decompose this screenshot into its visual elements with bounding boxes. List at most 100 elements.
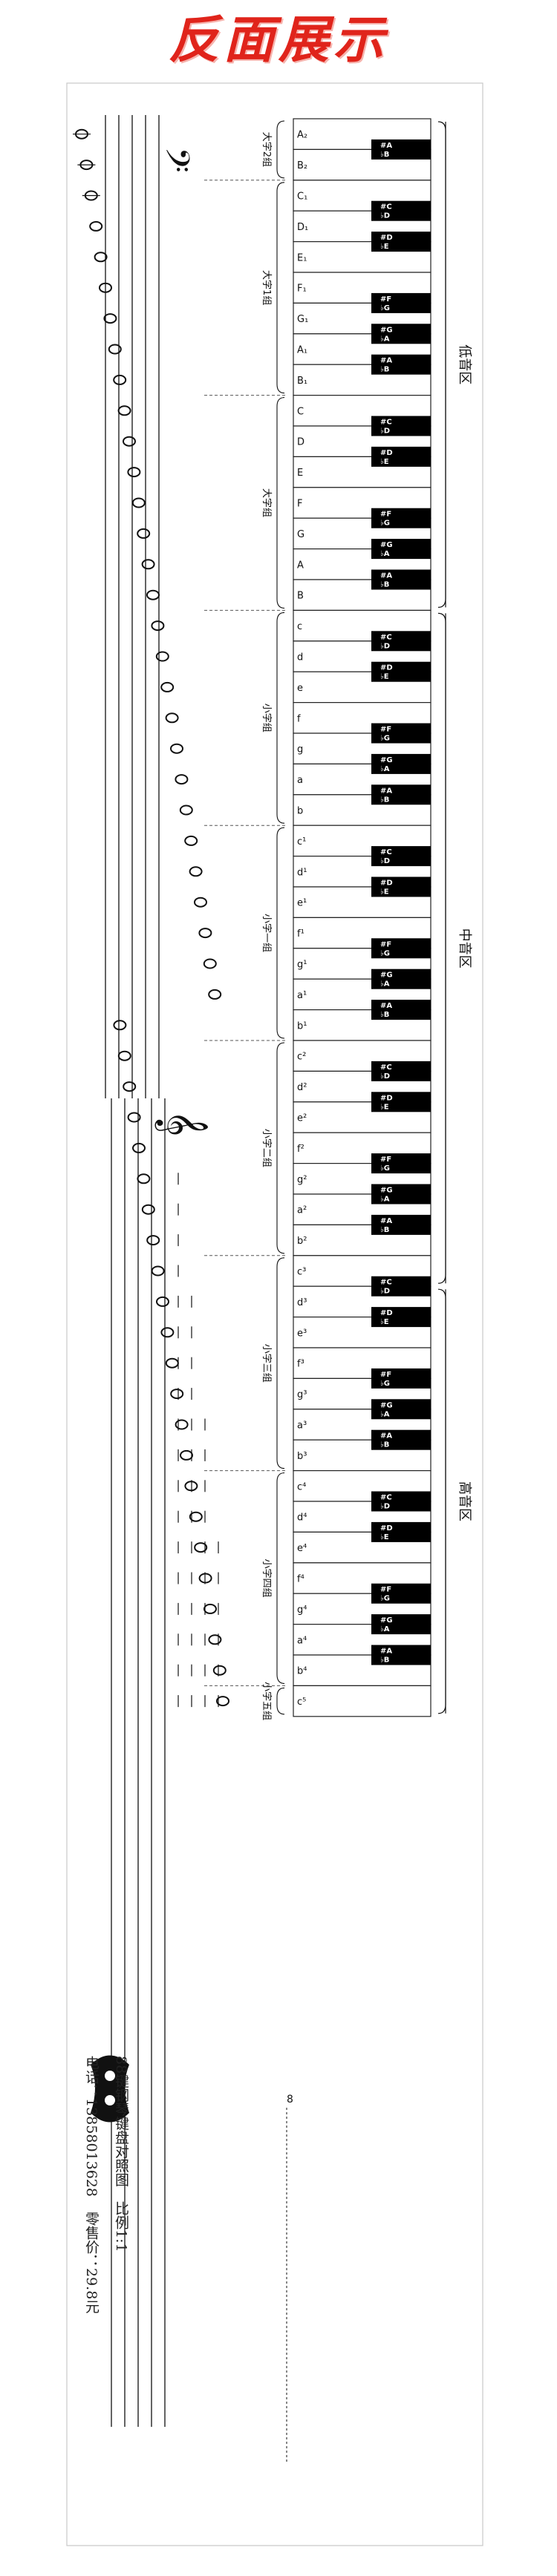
white-key-label: d² [297,1082,307,1093]
white-key-label: E₁ [297,252,307,263]
black-key-flat-label: ♭D [380,427,390,436]
note-head [113,374,127,385]
note-head [131,497,146,508]
white-key-label: d¹ [297,867,307,878]
zone-name: 低音区 [457,344,472,384]
info-panel: 88键钢琴键盘对照图 比例1:1 电话：13858013628 零售价：29.8… [67,2056,141,2471]
group-name: 大字2组 [261,132,272,167]
black-key-flat-label: ♭G [380,949,390,957]
group-bracket [276,1687,285,1715]
black-key [371,1092,431,1112]
black-key [371,1583,431,1604]
black-key [371,1276,431,1297]
black-key-flat-label: ♭G [380,520,390,528]
black-key-flat-label: ♭A [380,1410,390,1418]
black-key [371,876,431,897]
black-key [371,1153,431,1174]
black-key-sharp-label: #F [380,511,391,519]
group-name: 大字1组 [261,270,272,305]
note-head [160,1327,175,1338]
brand-logo [83,2042,137,2131]
note-head [160,681,175,692]
note-head [194,897,207,908]
black-key-flat-label: ♭G [380,735,390,743]
note-head [170,743,183,754]
note-head [212,1665,227,1676]
white-key-label: D [297,437,304,448]
black-key [371,1061,431,1081]
ottava-mark: 8 [287,2094,293,2105]
white-key-label: e³ [297,1328,307,1339]
note-head [184,835,198,846]
black-key-sharp-label: #A [380,1648,392,1656]
black-key [371,1184,431,1205]
note-head [194,1542,208,1553]
note-head [203,958,217,969]
white-key-label: e [297,683,303,694]
white-key-label: F [297,499,302,510]
black-key-sharp-label: #F [380,1156,391,1164]
white-key-label: a³ [297,1420,307,1432]
black-key-sharp-label: #D [380,1309,393,1317]
black-key-sharp-label: #G [380,1187,393,1195]
white-key-label: c³ [297,1267,306,1278]
black-key-sharp-label: #A [380,142,392,150]
white-key-label: g⁴ [297,1605,307,1616]
black-key-sharp-label: #F [380,940,391,948]
group-bracket [276,827,285,1039]
black-key-flat-label: ♭B [380,151,389,159]
white-key-label: c⁵ [297,1697,306,1708]
white-key-label: g¹ [297,960,307,971]
black-key-sharp-label: #G [380,1401,393,1409]
page-title: 反面展示 [168,10,388,70]
white-key-label: f [297,713,301,724]
black-key-flat-label: ♭G [380,304,390,312]
white-key [293,1685,431,1717]
note-head [216,1696,229,1707]
note-head [180,1449,193,1461]
white-key-label: D₁ [297,222,308,233]
black-key-flat-label: ♭E [380,243,389,251]
white-key-label: E [297,468,303,479]
black-key [371,1399,431,1420]
info-phone: 电话：13858013628 [83,2056,100,2197]
group-bracket [276,1042,285,1254]
black-key-flat-label: ♭E [380,673,389,681]
white-key-label: g [297,744,303,756]
black-key [371,661,431,682]
white-key [293,1009,431,1041]
group-bracket [276,120,285,179]
black-key-flat-label: ♭G [380,1164,390,1173]
black-key-flat-label: ♭A [380,550,390,558]
group-name: 小字四组 [261,1559,272,1597]
black-key-sharp-label: #A [380,1002,392,1010]
black-key [371,200,431,221]
black-key [371,1521,431,1542]
black-key-flat-label: ♭B [380,1011,389,1019]
note-head [89,220,103,232]
black-key [371,569,431,590]
note-head [127,467,141,478]
note-head [189,1511,203,1522]
black-key [371,416,431,436]
white-key-label: b¹ [297,1020,307,1032]
black-key-sharp-label: #C [380,1279,392,1287]
note-head [146,589,160,600]
note-head [151,1265,165,1276]
white-key-label: c² [297,1052,306,1063]
white-key-label: C₁ [297,191,307,203]
black-key-flat-label: ♭A [380,980,390,989]
black-key [371,508,431,528]
black-key-sharp-label: #D [380,234,393,242]
white-key-label: C [297,406,304,417]
white-key-label: g² [297,1174,307,1185]
note-head [141,559,155,570]
white-key-label: b³ [297,1451,307,1462]
zone-name: 高音区 [457,1481,472,1521]
black-key [371,446,431,467]
white-key-label: c¹ [297,836,306,848]
note-head [123,436,136,447]
white-key [293,180,431,212]
black-key-flat-label: ♭B [380,1656,389,1665]
black-key [371,723,431,744]
